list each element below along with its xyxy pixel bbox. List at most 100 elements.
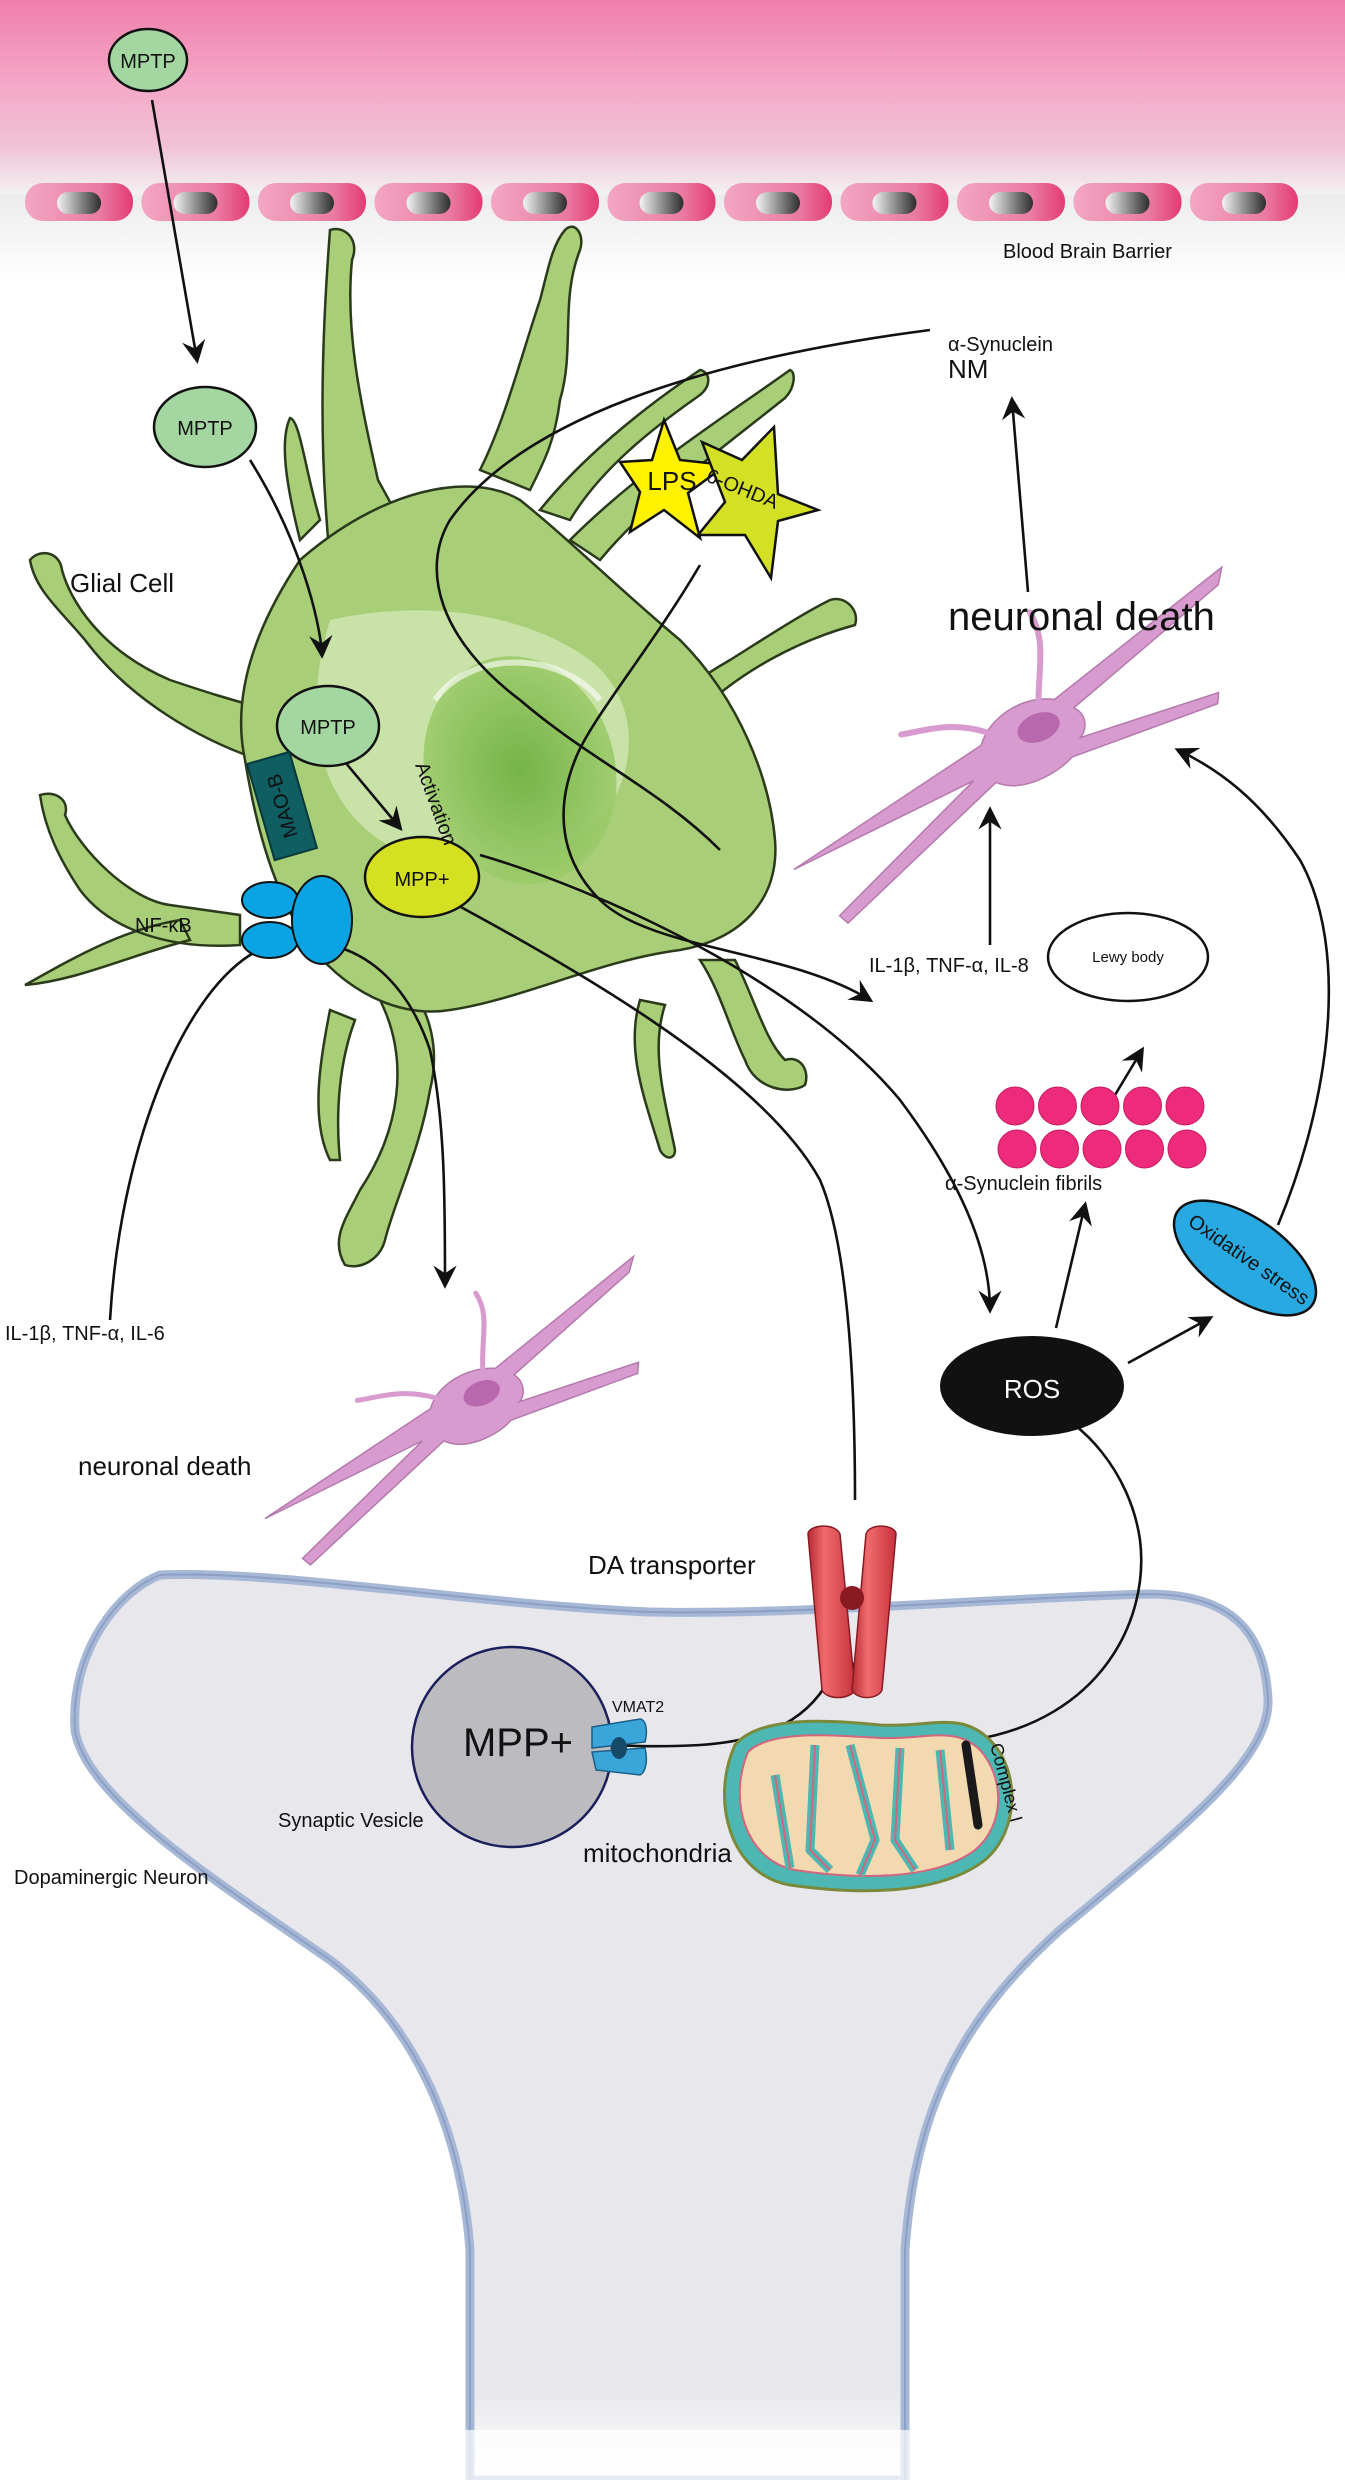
bbb-cell-nucleus	[1105, 192, 1150, 214]
arrow-lps-to-cytokines	[562, 564, 874, 1003]
dying-neuron-body	[793, 565, 1223, 925]
neuronal-death-top-label: neuronal death	[948, 595, 1215, 639]
ros: ROS	[940, 1336, 1124, 1436]
bbb-cell-nucleus	[756, 192, 800, 214]
fibril-monomer	[1125, 1129, 1164, 1169]
dying-neuron-neurites	[354, 1290, 487, 1403]
nf-kb-subunit-bottom	[241, 921, 299, 959]
alpha-synuclein-fibrils	[995, 1086, 1207, 1169]
bbb-cell-nucleus	[523, 192, 567, 214]
cytokines-left-label: IL-1β, TNF-α, IL-6	[5, 1323, 165, 1345]
bbb-cell-nucleus	[173, 192, 218, 214]
ros-label: ROS	[1004, 1374, 1060, 1404]
vmat2-label: VMAT2	[612, 1699, 664, 1716]
bbb-cell-nucleus	[639, 192, 684, 214]
dying-neuron-left	[264, 1254, 640, 1566]
dying-neuron-top	[793, 565, 1223, 925]
nf-kb-label: NF-κB	[135, 915, 192, 937]
mao-b-box	[245, 750, 319, 862]
complex-i-bar	[961, 1740, 983, 1830]
arrow-mptp-into-glia	[248, 459, 333, 659]
mao-b: MAO-B	[245, 750, 319, 862]
blood-vessel	[0, 0, 1345, 280]
dying-neuron-nucleus	[463, 1380, 500, 1407]
mito-cristae-edge	[774, 1744, 951, 1876]
cytokines-right-label: IL-1β, TNF-α, IL-8	[869, 955, 1029, 977]
bbb-cell-nucleus	[57, 192, 101, 214]
lewy-body-label: Lewy body	[1092, 949, 1164, 966]
mpp-glia-label: MPP+	[394, 869, 449, 891]
mptp-glia-label: MPTP	[300, 717, 356, 739]
mptp-brain-label: MPTP	[177, 418, 233, 440]
fibril-monomer	[1040, 1129, 1079, 1169]
vmat2-pore	[611, 1737, 627, 1759]
mptp-brain: MPTP	[152, 385, 258, 469]
bbb-label: Blood Brain Barrier	[1003, 241, 1172, 263]
lewy-body: Lewy body	[1046, 911, 1210, 1003]
bbb-cell-nucleus	[872, 192, 917, 214]
vmat2: VMAT2	[591, 1699, 664, 1776]
mitochondria-label: mitochondria	[583, 1838, 732, 1868]
fibril-monomer	[997, 1129, 1037, 1169]
neuron-membrane-inner-right	[159, 1573, 1270, 2480]
fibril-monomer	[1167, 1129, 1207, 1169]
bbb-cell-nucleus	[406, 192, 451, 214]
blood-lumen	[0, 0, 1345, 195]
alpha-syn-fibrils-label: α-Synuclein fibrils	[945, 1173, 1102, 1195]
alpha-syn-nm-label-line1: α-Synuclein	[948, 334, 1053, 356]
arrow-oxidative-stress-to-neuronal-death	[1174, 747, 1331, 1226]
line-mpp-to-dat	[419, 883, 857, 1501]
mpp-vesicle-label: MPP+	[463, 1721, 573, 1765]
mitochondria: Complex I mitochondria	[583, 1719, 1026, 1893]
nf-kb-subunit-top	[241, 881, 299, 919]
synaptic-vesicle-label: Synaptic Vesicle	[278, 1810, 424, 1832]
mpp-glia-bubble	[363, 835, 481, 919]
line-alpha-syn-to-glia	[435, 328, 931, 851]
bbb-cell-nucleus	[1222, 192, 1266, 214]
ohda-star: 6-OHDA	[695, 424, 822, 582]
glial-cell-label: Glial Cell	[70, 568, 174, 598]
arrow-neuronal-death-to-alpha-syn	[1001, 396, 1030, 593]
neuron-membrane	[70, 1570, 1273, 2485]
bbb-cell-nucleus	[989, 192, 1033, 214]
arrow-mptp-crosses-bbb	[150, 99, 206, 364]
arrow-mptp-to-mpp	[344, 761, 403, 831]
da-transporter-label: DA transporter	[588, 1550, 756, 1580]
arrow-mpp-to-ros	[479, 853, 1002, 1314]
ohda-star-shape	[695, 424, 822, 582]
lps-star: LPS	[617, 416, 730, 542]
neuronal-death-left-label: neuronal death	[78, 1451, 251, 1481]
ros-bubble	[940, 1336, 1124, 1436]
fibril-monomer	[1082, 1129, 1122, 1169]
fibril-monomer	[1080, 1086, 1120, 1126]
dying-neuron-neurites	[898, 609, 1044, 738]
nf-kb-subunit-large	[291, 875, 353, 965]
dying-neuron-nucleus	[1017, 712, 1060, 743]
oxidative-stress: Oxidative stress	[1172, 1199, 1318, 1317]
vmat2-top	[591, 1718, 648, 1749]
mpp-glia: MPP+	[363, 835, 481, 919]
dopaminergic-neuron	[70, 1570, 1273, 2485]
glial-nucleus-shine	[432, 659, 603, 702]
mptp-brain-bubble	[152, 385, 258, 469]
neuron-membrane-inner-left	[73, 1574, 471, 2480]
arrow-ros-to-fibrils	[1054, 1201, 1092, 1329]
bbb-endothelial-cells	[25, 183, 1298, 221]
fibril-monomer	[995, 1086, 1035, 1126]
bbb-cell-nucleus	[290, 192, 334, 214]
mptp-blood-label: MPTP	[120, 51, 176, 73]
arrow-ros-to-oxidative-stress	[1127, 1316, 1214, 1365]
nf-kb-receptor: NF-κB	[135, 875, 353, 965]
mptp-blood-bubble	[107, 27, 189, 93]
fibril-monomer	[1038, 1086, 1077, 1126]
dopaminergic-neuron-label: Dopaminergic Neuron	[14, 1867, 209, 1889]
mptp-glia-bubble	[275, 684, 381, 768]
da-transporter: DA transporter	[588, 1525, 897, 1699]
dying-neuron-body	[264, 1254, 640, 1566]
arrow-complex-i-to-ros	[971, 1403, 1143, 1742]
glial-nucleus	[423, 656, 617, 884]
dat-right-half	[851, 1525, 897, 1699]
oxidative-stress-bubble	[1172, 1199, 1318, 1317]
